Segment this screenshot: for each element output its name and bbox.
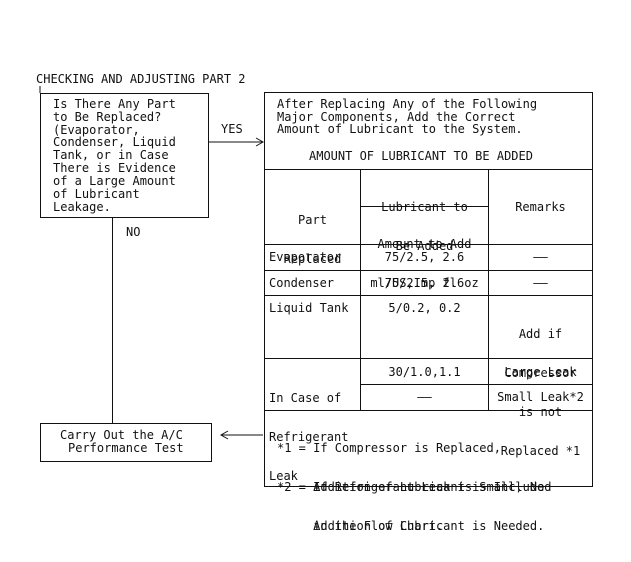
intro-line-3: Amount of Lubricant to the System. bbox=[277, 122, 523, 136]
question-line-8: of Lubricant bbox=[53, 187, 140, 201]
row-large-leak-amount: 30/1.0,1.1 bbox=[388, 365, 461, 379]
row-evaporator-part: Evaporator bbox=[269, 250, 342, 264]
question-box-border bbox=[40, 93, 209, 218]
question-line-1: Is There Any Part bbox=[53, 97, 176, 111]
intro-line-1: After Replacing Any of the Following bbox=[277, 97, 538, 111]
info-box-border bbox=[264, 92, 593, 487]
question-line-7: of a Large Amount bbox=[53, 174, 176, 188]
no-label: NO bbox=[126, 225, 141, 239]
question-line-6: There is Evidence bbox=[53, 161, 176, 175]
row-large-leak-remarks: Large Leak bbox=[504, 365, 577, 379]
question-line-5: Tank, or in Case bbox=[53, 148, 169, 162]
row-small-leak-amount: —— bbox=[417, 390, 432, 404]
yes-arrowhead bbox=[255, 137, 265, 147]
row-small-leak-remarks: Small Leak*2 bbox=[497, 390, 584, 404]
action-line-1: Carry Out the A/C bbox=[60, 428, 183, 442]
diagram-title: CHECKING AND ADJUSTING PART 2 bbox=[36, 72, 246, 86]
row-condenser-part: Condenser bbox=[269, 276, 335, 290]
note-2: *2 = If Refrigerant Leak is Small, No Ad… bbox=[277, 480, 545, 533]
header-part: Part Replaced bbox=[283, 213, 342, 266]
question-line-9: Leakage. bbox=[53, 200, 111, 214]
return-arrowhead bbox=[219, 430, 229, 440]
header-lubricant: Lubricant to Be Added bbox=[381, 200, 468, 253]
action-box-border bbox=[40, 423, 212, 462]
row-leak-part: In Case of Refrigerant Leak bbox=[269, 391, 349, 483]
row-condenser-amount: 75/2.5, 2.6 bbox=[384, 276, 465, 290]
question-line-3: (Evaporator, bbox=[53, 123, 140, 137]
table-title: AMOUNT OF LUBRICANT TO BE ADDED bbox=[309, 149, 533, 163]
header-remarks: Remarks bbox=[515, 200, 566, 214]
header-amount: Amount to Add ml/US,Imp fl oz bbox=[370, 237, 479, 290]
yes-label: YES bbox=[221, 122, 243, 136]
row-evaporator-amount: 75/2.5, 2.6 bbox=[384, 250, 465, 264]
intro-line-2: Major Components, Add the Correct bbox=[277, 110, 516, 124]
row-condenser-remarks: —— bbox=[533, 276, 548, 290]
question-line-4: Condenser, Liquid bbox=[53, 135, 176, 149]
question-line-2: to Be Replaced? bbox=[53, 110, 162, 124]
row-liquid-tank-amount: 5/0.2, 0.2 bbox=[388, 301, 461, 315]
note-1: *1 = If Compressor is Replaced, Addition… bbox=[277, 441, 552, 533]
row-liquid-tank-remarks: Add if Compressor is not Replaced *1 bbox=[500, 327, 581, 458]
row-evaporator-remarks: —— bbox=[533, 250, 548, 264]
action-line-2: Performance Test bbox=[68, 441, 184, 455]
row-liquid-tank-part: Liquid Tank bbox=[269, 301, 349, 315]
